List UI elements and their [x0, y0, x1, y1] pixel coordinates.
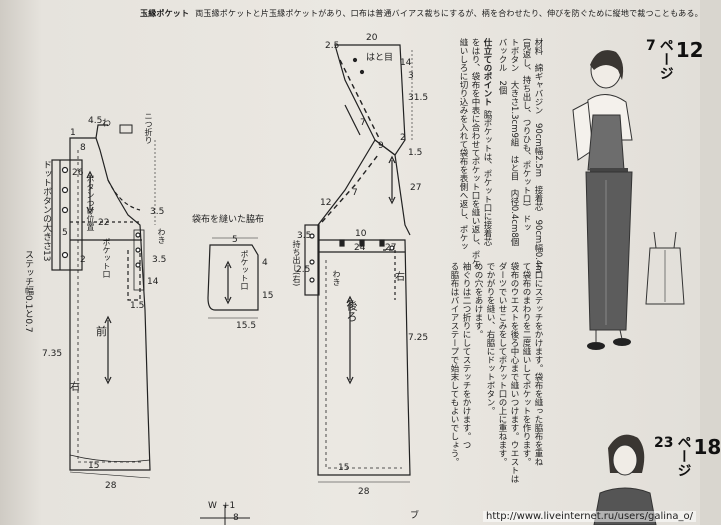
- instr-point4: ト口にステッチをかけます。袋布を縫った脇布を重ね: [533, 262, 543, 466]
- page-ref-12-num: 12: [675, 38, 704, 62]
- front-dim-d22: 22: [98, 218, 109, 228]
- pocket-bag-labels: 袋布を縫いた脇布 5 4 15 15.5: [192, 213, 273, 331]
- front-labels: 4.5 わ 1 8 26 22 5 3.5 3.5 1.5 14 2 7.35 …: [42, 116, 166, 491]
- back-label: 後ろ: [345, 300, 358, 322]
- front-dim-d14: 14: [147, 277, 159, 287]
- instr-point3: 縫いしろに切り込みを入れて袋布を表側へ返し、ポケッ: [458, 38, 468, 251]
- front-dim-d35a: 3.5: [150, 207, 164, 217]
- front-button-note2: ボタンつけ位置: [86, 175, 95, 231]
- bottom-note: ブ: [410, 509, 419, 521]
- fashion-illustration-overall-dress: [572, 50, 633, 350]
- back-dim-d9: 9: [378, 141, 384, 151]
- back-pattern-piece: [304, 44, 413, 483]
- instr-materials: 材料 綿ギャバジン 90cm幅2.5m 接着芯 90cm幅0.4m: [533, 38, 543, 274]
- front-stitch-note: ステッチ幅0.1と0.7: [23, 250, 33, 333]
- front-right: 右: [70, 380, 80, 393]
- pocket-bag-piece: [207, 237, 259, 319]
- front-dim-d2: 2: [80, 255, 86, 265]
- back-dim-d2: 2: [400, 133, 406, 143]
- front-label: 前: [96, 324, 107, 338]
- back-dim-d14: 14: [400, 58, 412, 68]
- back-dim-d10: 10: [355, 229, 367, 239]
- front-button-note: ドットボタンの大きさ13: [41, 160, 51, 262]
- back-dim-d24: 24: [354, 243, 366, 253]
- bottom-labels: W +1 8 ブ: [208, 501, 419, 523]
- back-dim-d7: 7: [360, 118, 366, 128]
- back-side-note: わき: [332, 270, 341, 286]
- front-side-note: わき: [157, 228, 166, 244]
- page-ref-18-unit: ページ: [675, 435, 692, 477]
- back-dim-d25b: 2.5: [296, 265, 310, 275]
- front-pocket-label: ポケット口: [102, 238, 111, 278]
- instr-point-title: 仕立てのポイント: [482, 38, 492, 106]
- instr-materials4: バックル 2個: [497, 38, 507, 95]
- header-note: 玉縁ポケット両玉縁ポケットと片玉縁ポケットがあり、口布は普通バイアス裁ちにするが…: [140, 8, 703, 19]
- front-dim-d15b: 15: [88, 461, 99, 471]
- front-fold-note: ニつ折り: [144, 112, 153, 144]
- front-dim-d735: 7.35: [42, 349, 62, 359]
- front-dim-top-a: 4.5: [88, 116, 102, 126]
- bottom-plus: +1: [222, 501, 235, 511]
- page-ref-18-sub: 23: [654, 435, 674, 451]
- pocket-bag-title: 袋布を縫いた脇布: [192, 213, 264, 225]
- page-ref-12-sub: 7: [646, 38, 656, 54]
- bottom-partial-piece: [200, 505, 250, 525]
- back-dim-d27: 27: [410, 183, 421, 193]
- back-dim-d725: 7.25: [408, 333, 428, 343]
- pocket-bag-d155: 15.5: [236, 321, 256, 331]
- back-right: 右: [395, 270, 405, 283]
- header-label: 玉縁ポケット: [140, 9, 190, 18]
- back-dim-d28: 28: [358, 487, 370, 497]
- instr-point2: をはり、袋布を中表に合わせてポケット口を縫い返し、ポケ: [470, 38, 480, 268]
- back-dim-d27b: 27: [385, 243, 396, 253]
- front-dim-d26: 26: [72, 168, 84, 178]
- front-dim-d1: 1: [70, 128, 76, 138]
- instr-point10: 袖ぐりは二つ折りにしてステッチをかけます。つ: [461, 262, 471, 449]
- pattern-drawing: 4.5 わ 1 8 26 22 5 3.5 3.5 1.5 14 2 7.35 …: [42, 33, 428, 525]
- pocket-bag-d15: 15: [262, 291, 273, 301]
- page-ref-12: 12 ページ 7: [646, 38, 704, 80]
- flat-sketch-overall: [645, 231, 685, 305]
- back-labels: 20 2.5 はと目 14 3 31.5 7 9 2 27 1.5 12 10 …: [296, 33, 428, 497]
- pocket-bag-pocket-label: ポケット口: [240, 250, 249, 290]
- bottom-w: W: [208, 501, 217, 511]
- back-dim-d315: 31.5: [408, 93, 428, 103]
- pocket-bag-d5: 5: [232, 235, 238, 245]
- instr-point8: でかがりを縫い、右脇にドットボタン。: [485, 262, 495, 415]
- back-hatome: はと目: [366, 52, 393, 63]
- back-dim-d7b: 7: [352, 188, 358, 198]
- back-dim-d25: 2.5: [325, 41, 339, 51]
- page-ref-18-num: 18: [693, 435, 721, 459]
- instr-point11: る脇布はバイアステープで始末してもよいでしょう。: [449, 262, 459, 466]
- back-dim-d35: 3.5: [297, 231, 311, 241]
- instr-point6: 袋布のウエストを後ろ中心まで縫いつけます。ウエストは: [509, 262, 519, 483]
- back-dim-d20: 20: [366, 33, 378, 43]
- back-dim-d15: 1.5: [408, 148, 422, 158]
- front-pattern-piece: [51, 124, 156, 479]
- instr-point5: て袋布のまわりを二度縫いしてポケットを作ります。: [521, 262, 531, 466]
- instr-point9: めの穴をあけます。: [473, 262, 483, 339]
- pocket-bag-d4: 4: [262, 258, 268, 268]
- instr-point7: ダーツでいせこみをしてポケット口の上に重ねます。: [497, 262, 507, 466]
- back-strap-note: 持ち出し(右): [292, 240, 301, 287]
- bottom-d8: 8: [233, 513, 239, 523]
- instr-materials3: トボタン 大きさ1.3cm9組 はと目 内径0.4cm8個: [509, 38, 519, 247]
- back-dim-d3: 3: [408, 71, 414, 81]
- header-text: 両玉縁ポケットと片玉縁ポケットがあり、口布は普通バイアス裁ちにするが、柄を合わせ…: [195, 9, 703, 18]
- front-dim-d5: 5: [62, 228, 68, 238]
- back-dim-d15b: 15: [338, 463, 349, 473]
- watermark-url: http://www.liveinternet.ru/users/galina_…: [483, 511, 696, 522]
- front-dim-d28: 28: [105, 481, 117, 491]
- front-dim-d35b: 3.5: [152, 255, 166, 265]
- front-dim-d8: 8: [80, 143, 86, 153]
- back-dim-d12: 12: [320, 198, 331, 208]
- page-ref-18: 18 ページ 23: [654, 435, 721, 477]
- instr-point1: 脇ポケットは、ポケット口に接着芯: [482, 110, 492, 246]
- front-dim-top-b: わ: [102, 118, 111, 129]
- page-ref-12-unit: ページ: [657, 38, 674, 80]
- instr-materials2: (見返し、持ち出し、つりひも、ポケット口) ドッ: [521, 38, 531, 232]
- front-dim-d15: 1.5: [130, 301, 144, 311]
